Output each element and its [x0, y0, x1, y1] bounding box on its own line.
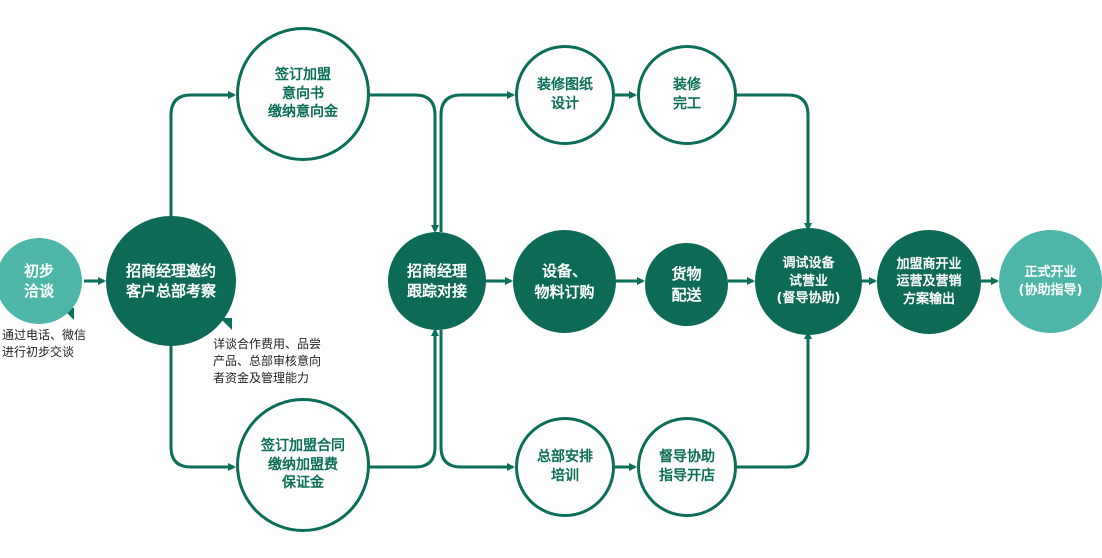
note-pointer-review: [220, 318, 232, 330]
node-intent-letter-label: 签订加盟 意向书 缴纳意向金: [268, 66, 338, 121]
node-trial-run: 调试设备 试营业 (督导协助): [755, 228, 862, 335]
node-training-label: 总部安排 培训: [537, 449, 593, 484]
node-training: 总部安排 培训: [515, 417, 615, 517]
note-hq-review: 详谈合作费用、品尝 产品、总部审核意向 者资金及管理能力: [213, 337, 322, 385]
node-delivery-label: 货物 配送: [671, 265, 702, 304]
edge-visit-intent: [169, 91, 236, 218]
node-initial-talk: 初步 洽谈: [0, 238, 82, 324]
edge-intent-followup: [369, 93, 439, 233]
edge-visit-contract: [169, 345, 236, 471]
node-hq-visit-label: 招商经理邀约 客户总部考察: [125, 261, 216, 300]
node-design: 装修图纸 设计: [515, 45, 615, 145]
edge-contract-followup: [369, 328, 439, 469]
node-decoration-done: 装修 完工: [637, 45, 737, 145]
node-sign-contract: 签订加盟合同 缴纳加盟费 保证金: [236, 398, 370, 532]
note-initial-contact: 通过电话、微信 进行初步交谈: [2, 328, 87, 359]
node-initial-talk-label: 初步 洽谈: [23, 261, 54, 300]
edge-followup-design: [439, 91, 515, 232]
edge-followup-training: [439, 330, 515, 471]
node-followup-label: 招商经理 跟踪对接: [406, 261, 467, 300]
node-operation-plan: 加盟商开业 运营及营销 方案输出: [877, 230, 981, 334]
node-sign-contract-label: 签订加盟合同 缴纳加盟费 保证金: [261, 437, 345, 492]
node-hq-visit: 招商经理邀约 客户总部考察: [106, 216, 236, 346]
node-equipment-order: 设备、 物料订购: [513, 230, 616, 333]
node-trial-run-label: 调试设备 试营业 (督导协助): [776, 256, 841, 307]
node-operation-plan-label: 加盟商开业 运营及营销 方案输出: [896, 256, 962, 307]
edge-done-trial: [737, 93, 812, 231]
node-decoration-done-label: 装修 完工: [673, 77, 701, 112]
node-followup: 招商经理 跟踪对接: [388, 232, 486, 330]
node-supervise-label: 督导协助 指导开店: [659, 449, 715, 484]
node-supervise: 督导协助 指导开店: [637, 417, 737, 517]
edge-supervise-trial: [737, 331, 812, 469]
node-design-label: 装修图纸 设计: [537, 77, 593, 112]
node-official-opening: 正式开业 (协助指导): [999, 230, 1102, 333]
node-delivery: 货物 配送: [645, 243, 728, 326]
node-equipment-order-label: 设备、 物料订购: [534, 262, 595, 301]
node-intent-letter: 签订加盟 意向书 缴纳意向金: [236, 27, 370, 161]
node-official-opening-label: 正式开业 (协助指导): [1018, 264, 1083, 298]
